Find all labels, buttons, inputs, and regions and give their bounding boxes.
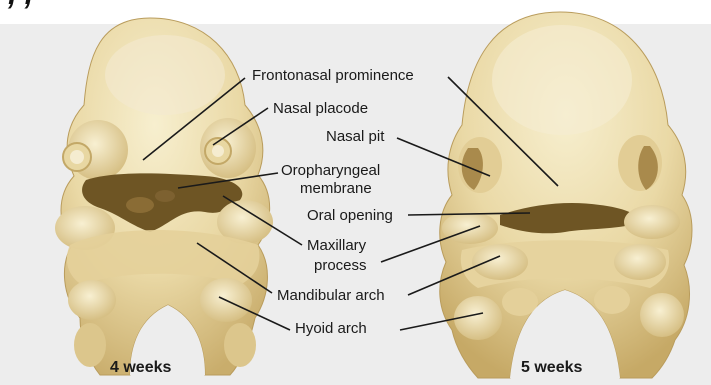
embryo-5-weeks <box>440 12 692 378</box>
label-frontonasal-prominence: Frontonasal prominence <box>252 67 414 84</box>
label-maxillary-line2: process <box>314 257 367 274</box>
left-nasal-placode-left <box>63 143 91 171</box>
label-hyoid-arch: Hyoid arch <box>295 320 367 337</box>
label-oropharyngeal-line2: membrane <box>300 180 372 197</box>
embryo-4-weeks <box>55 18 273 375</box>
label-maxillary-line1: Maxillary <box>307 237 366 254</box>
caption-5-weeks: 5 weeks <box>521 359 582 377</box>
label-nasal-pit: Nasal pit <box>326 128 384 145</box>
caption-4-weeks: 4 weeks <box>110 359 171 377</box>
label-oropharyngeal-line1: Oropharyngeal <box>281 162 380 179</box>
label-nasal-placode: Nasal placode <box>273 100 368 117</box>
right-nasal-pit-right <box>618 135 662 191</box>
label-oral-opening: Oral opening <box>307 207 393 224</box>
label-mandibular-arch: Mandibular arch <box>277 287 385 304</box>
